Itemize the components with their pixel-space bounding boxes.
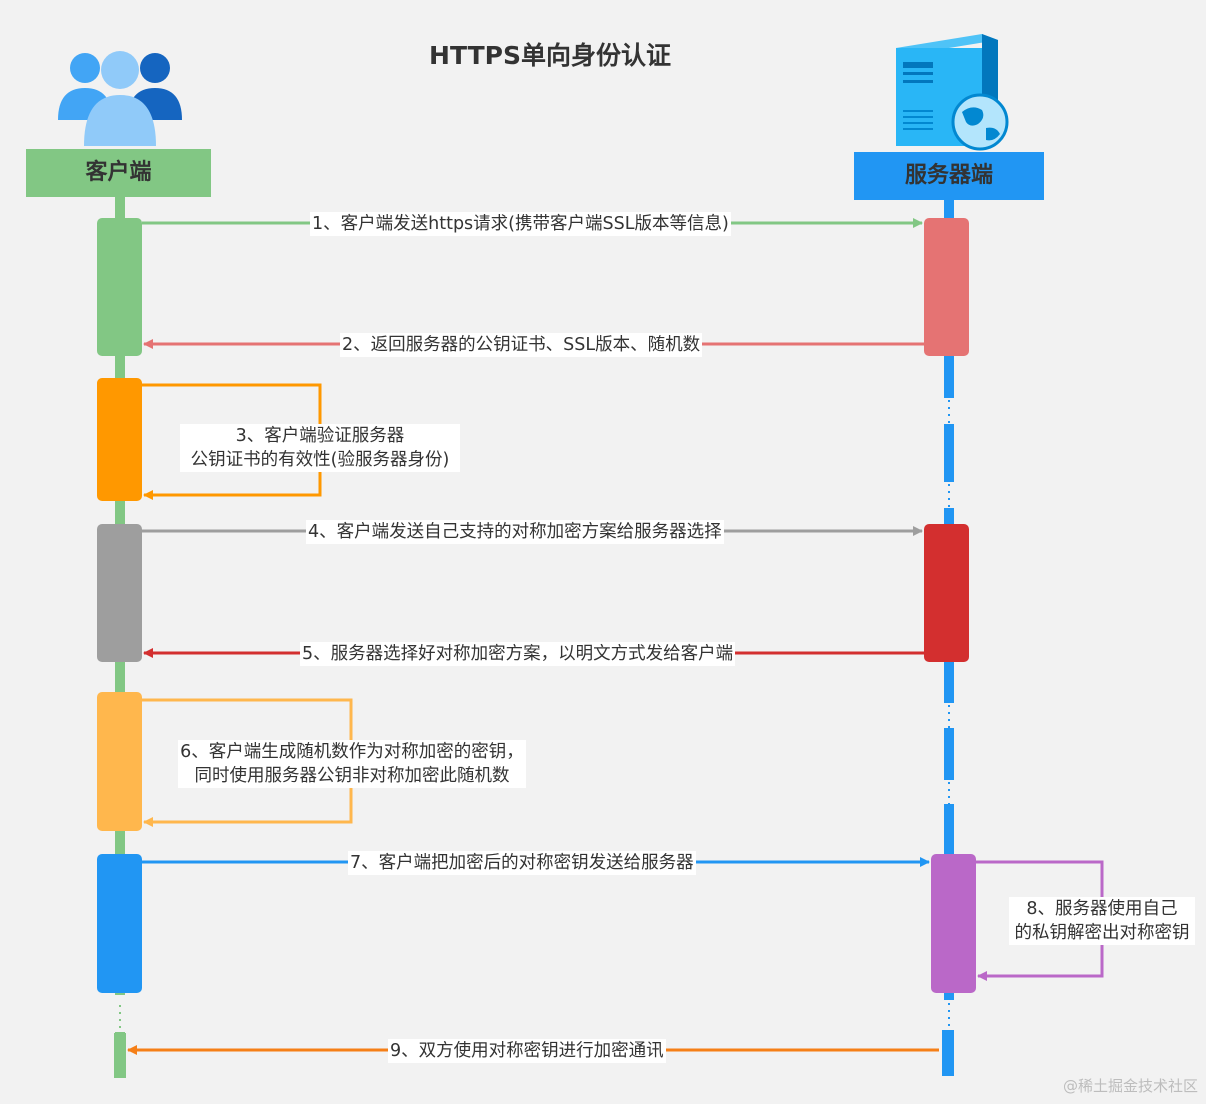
activation-step4 [97,524,142,662]
diagram-title: HTTPS单向身份认证 [429,41,671,70]
step8-label-line1: 8、服务器使用自己 [1026,899,1178,919]
step3-label: 3、客户端验证服务器 公钥证书的有效性(验服务器身份) [180,424,460,472]
users-icon [58,51,182,146]
server-globe-icon [896,34,1009,151]
activation-step5 [924,524,969,662]
step6-label-line2: 同时使用服务器公钥非对称加密此随机数 [194,766,510,786]
activation-step1 [97,218,142,356]
step5-label: 5、服务器选择好对称加密方案，以明文方式发给客户端 [300,642,736,666]
step6-label: 6、客户端生成随机数作为对称加密的密钥， 同时使用服务器公钥非对称加密此随机数 [178,740,526,788]
step7-label: 7、客户端把加密后的对称密钥发送给服务器 [348,851,696,875]
activation-step3 [97,378,142,501]
step6-label-line1: 6、客户端生成随机数作为对称加密的密钥， [180,742,524,762]
client-label: 客户端 [26,149,211,197]
step8-label: 8、服务器使用自己 的私钥解密出对称密钥 [1009,897,1195,945]
step8-label-line2: 的私钥解密出对称密钥 [1014,923,1190,943]
step3-label-line2: 公钥证书的有效性(验服务器身份) [190,450,450,470]
step4-label: 4、客户端发送自己支持的对称加密方案给服务器选择 [306,520,724,544]
step9-label: 9、双方使用对称密钥进行加密通讯 [388,1039,666,1063]
activation-step7 [97,854,142,993]
activation-step8 [931,854,976,993]
activation-step6 [97,692,142,831]
step3-label-line1: 3、客户端验证服务器 [235,426,405,446]
activation-step2 [924,218,969,356]
step1-label: 1、客户端发送https请求(携带客户端SSL版本等信息) [310,212,731,236]
watermark: @稀土掘金技术社区 [1062,1077,1198,1095]
step2-label: 2、返回服务器的公钥证书、SSL版本、随机数 [340,333,703,357]
server-label: 服务器端 [854,152,1044,200]
